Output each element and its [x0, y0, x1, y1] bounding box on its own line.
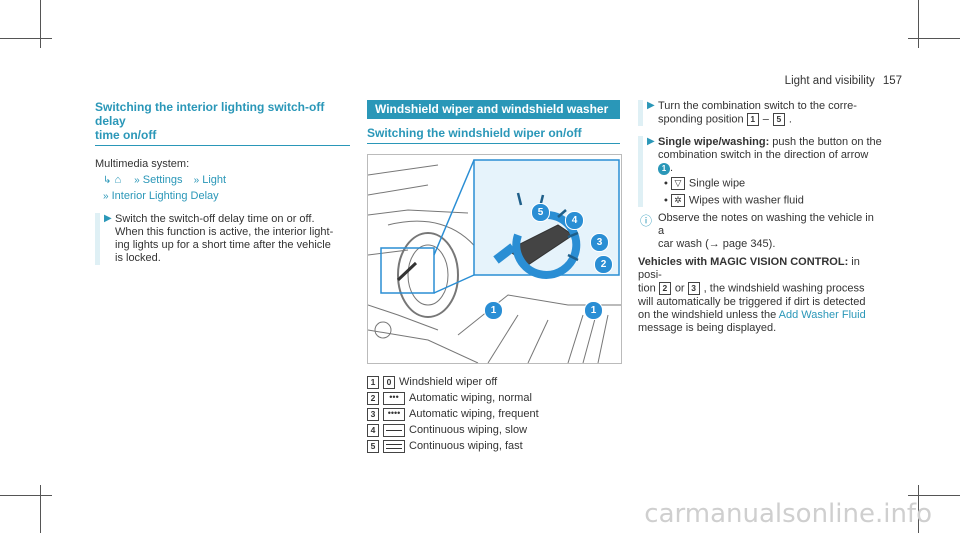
- crop-mark: [908, 38, 960, 39]
- step-single-wipe: ▶ Single wipe/washing: push the button o…: [638, 136, 883, 208]
- crop-mark: [0, 38, 52, 39]
- step-line: is locked.: [115, 252, 161, 264]
- crop-mark: [918, 0, 919, 48]
- info-icon: ⓘ: [640, 214, 653, 229]
- callout-2: 2: [594, 255, 613, 274]
- chevron-icon: »: [193, 175, 200, 186]
- path-light: Light: [202, 174, 227, 186]
- step-arrow-icon: ▶: [647, 100, 655, 111]
- crop-mark: [0, 495, 52, 496]
- step-line: ing lights up for a short time after the…: [115, 239, 331, 251]
- dots-four-icon: ••••: [383, 407, 405, 421]
- step-bar: [638, 100, 643, 127]
- double-line-icon: [383, 439, 405, 453]
- heading-rule: [367, 143, 620, 144]
- step-block: ▶ Switch the switch-off delay time on or…: [95, 213, 350, 265]
- step-bar: [638, 136, 643, 208]
- legend-row: 3••••Automatic wiping, frequent: [367, 406, 620, 422]
- callout-5: 5: [531, 203, 550, 222]
- note-block: ⓘ Observe the notes on washing the vehic…: [640, 212, 874, 251]
- system-label: Multimedia system:: [95, 158, 190, 170]
- callout-1: 1: [584, 301, 603, 320]
- add-washer-fluid-message: Add Washer Fluid: [778, 308, 866, 321]
- watermark: carmanualsonline.info: [644, 499, 932, 529]
- callout-4: 4: [565, 211, 584, 230]
- bullet-item: • ✲Wipes with washer fluid: [664, 193, 804, 207]
- crop-mark: [40, 0, 41, 48]
- callout-3: 3: [590, 233, 609, 252]
- step-arrow-icon: ▶: [647, 136, 655, 148]
- step-arrow-icon: ▶: [104, 213, 112, 224]
- zero-icon: 0: [383, 375, 395, 389]
- column-wiper: Windshield wiper and windshield washer s…: [367, 100, 622, 454]
- step-line: Switch the switch-off delay time on or o…: [115, 213, 315, 225]
- chevron-icon: »: [103, 191, 109, 202]
- callout-1: 1: [484, 301, 503, 320]
- bullet-item: • ▽Single wipe: [664, 177, 746, 191]
- menu-path-item: » Interior Lighting Delay: [103, 190, 219, 202]
- subheading: Switching the windshield wiper on/off: [367, 126, 582, 140]
- step-line: When this function is active, the interi…: [115, 226, 334, 238]
- chevron-icon: »: [134, 175, 140, 186]
- return-arrow-icon: ↳: [103, 175, 112, 186]
- home-icon: ⌂: [114, 174, 122, 186]
- column-instructions: ▶ Turn the combination switch to the cor…: [638, 100, 883, 335]
- menu-path: ↳ ⌂ » Settings » Light: [95, 174, 350, 187]
- legend-row: 2•••Automatic wiping, normal: [367, 390, 620, 406]
- crop-mark: [40, 485, 41, 533]
- path-settings: Settings: [142, 174, 183, 186]
- single-wipe-icon: ▽: [670, 177, 685, 191]
- step-bar: [95, 213, 100, 265]
- single-line-icon: [383, 423, 405, 437]
- crop-mark: [908, 495, 960, 496]
- step-turn-switch: ▶ Turn the combination switch to the cor…: [638, 100, 883, 127]
- page-number: 157: [882, 75, 902, 87]
- section-title: Light and visibility: [784, 75, 875, 87]
- section-heading: Switching the interior lighting switch-o…: [95, 100, 325, 142]
- wiper-illustration: 5 4 3 2 1 1: [367, 154, 622, 364]
- crop-mark: [918, 485, 919, 533]
- washer-fluid-icon: ✲: [670, 193, 685, 207]
- arrow-marker-1: 1: [658, 163, 670, 176]
- column-interior-lighting: Switching the interior lighting switch-o…: [95, 100, 350, 265]
- section-banner: Windshield wiper and windshield washer s…: [367, 100, 620, 135]
- cockpit-drawing: [368, 159, 621, 363]
- magic-vision-paragraph: Vehicles with MAGIC VISION CONTROL: in p…: [638, 256, 866, 334]
- page-header: Light and visibility 157: [785, 75, 902, 87]
- heading-rule: [95, 145, 350, 146]
- dots-three-icon: •••: [383, 391, 405, 405]
